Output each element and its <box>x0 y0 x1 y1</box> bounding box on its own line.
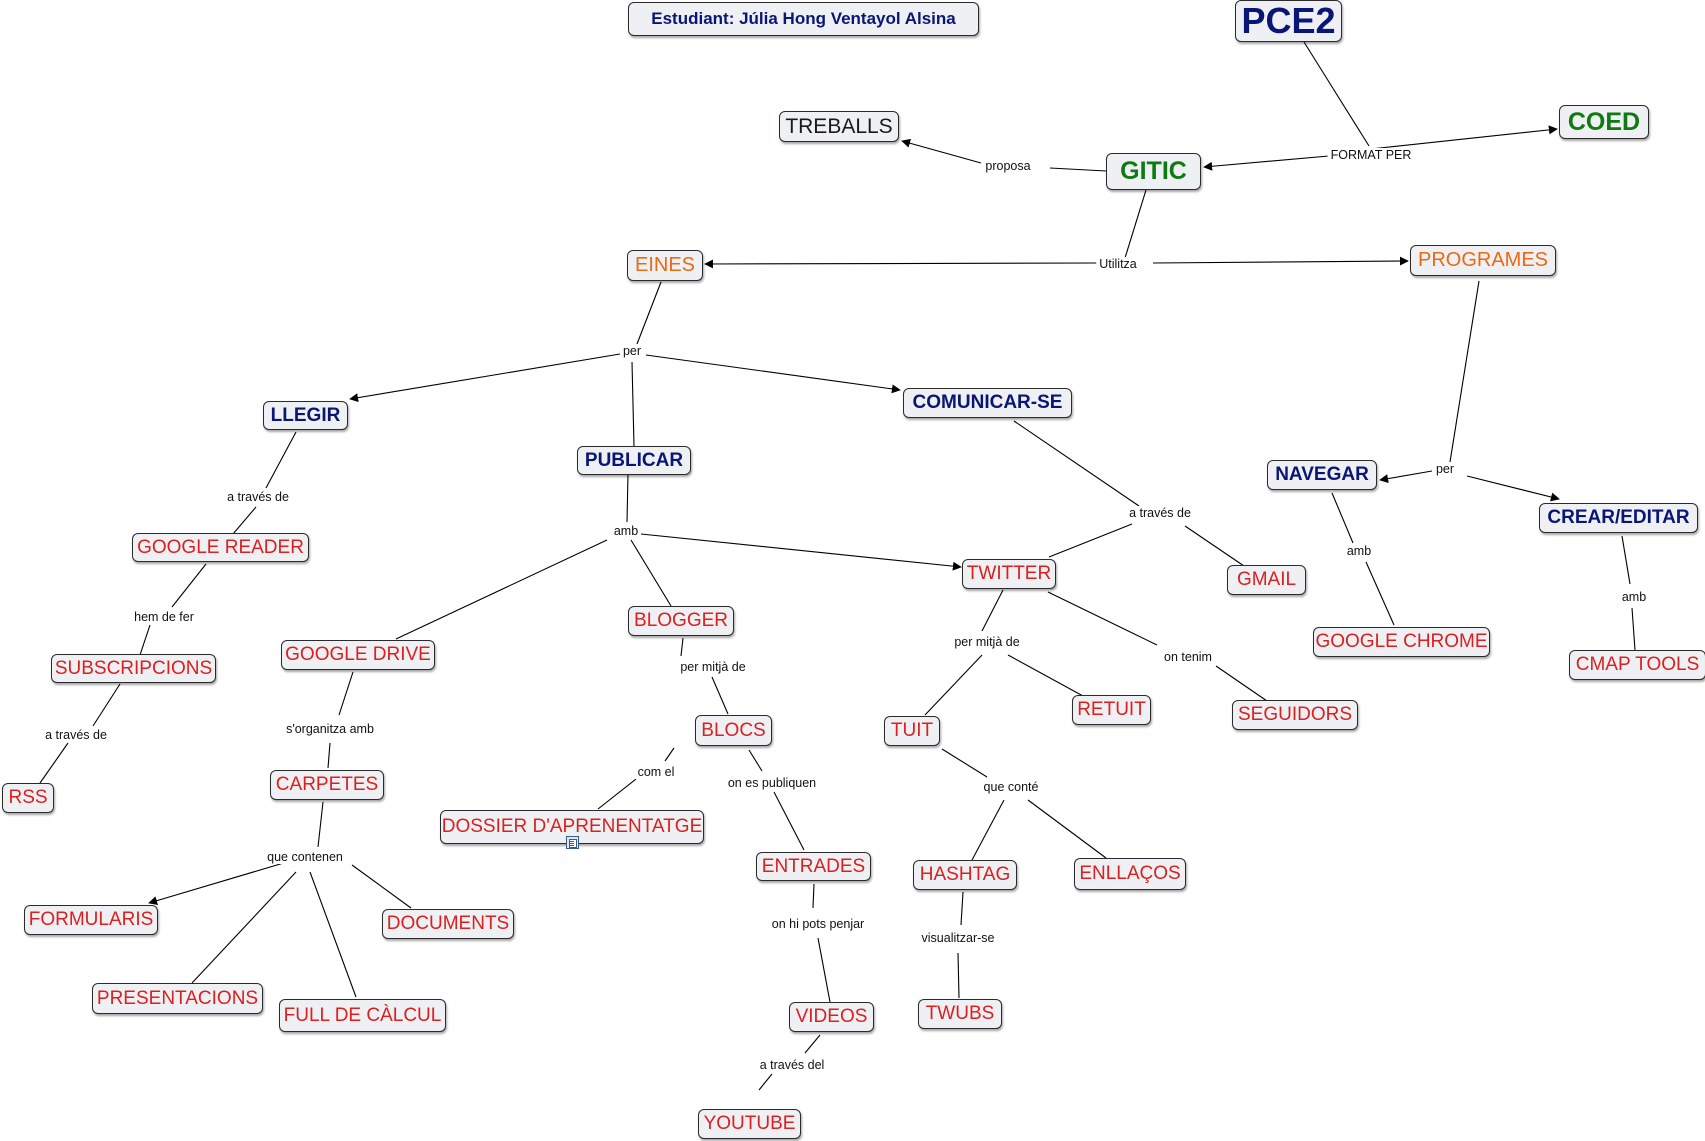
node-pce2[interactable]: PCE2 <box>1235 0 1342 42</box>
node-programes[interactable]: PROGRAMES <box>1410 245 1556 276</box>
link-on-es-publiquen: on es publiquen <box>724 776 820 790</box>
node-twitter[interactable]: TWITTER <box>962 559 1056 589</box>
link-amb-navegar: amb <box>1343 544 1375 558</box>
link-per-eines: per <box>619 344 645 358</box>
node-google-drive[interactable]: GOOGLE DRIVE <box>281 640 435 670</box>
link-amb-publicar: amb <box>610 524 642 538</box>
node-treballs[interactable]: TREBALLS <box>779 111 899 142</box>
node-navegar[interactable]: NAVEGAR <box>1267 460 1377 490</box>
link-a-traves-comunicar: a través de <box>1126 506 1194 520</box>
link-visualitzar-se: visualitzar-se <box>918 931 998 945</box>
node-gmail[interactable]: GMAIL <box>1227 565 1306 595</box>
node-gitic[interactable]: GITIC <box>1106 153 1201 190</box>
node-carpetes[interactable]: CARPETES <box>270 770 384 800</box>
node-enllacos[interactable]: ENLLAÇOS <box>1074 858 1186 890</box>
document-resource-icon[interactable] <box>566 836 579 849</box>
link-que-conte: que conté <box>980 780 1042 794</box>
node-twubs[interactable]: TWUBS <box>918 999 1002 1029</box>
node-full-de-calcul[interactable]: FULL DE CÀLCUL <box>279 999 446 1032</box>
node-eines[interactable]: EINES <box>627 250 703 281</box>
node-comunicar-se[interactable]: COMUNICAR-SE <box>903 388 1072 418</box>
link-a-traves-subscripcions: a través de <box>42 728 110 742</box>
link-hem-de-fer: hem de fer <box>131 610 197 624</box>
node-formularis[interactable]: FORMULARIS <box>24 905 158 935</box>
node-blogger[interactable]: BLOGGER <box>628 606 734 636</box>
node-retuit[interactable]: RETUIT <box>1072 695 1151 725</box>
node-coed[interactable]: COED <box>1559 105 1649 139</box>
link-proposa: proposa <box>982 159 1034 173</box>
link-a-traves-llegir: a través de <box>224 490 292 504</box>
link-on-hi-pots-penjar: on hi pots penjar <box>768 917 868 931</box>
node-documents[interactable]: DOCUMENTS <box>382 909 514 939</box>
link-que-contenen: que contenen <box>264 850 346 864</box>
node-subscripcions[interactable]: SUBSCRIPCIONS <box>51 654 216 683</box>
link-com-el: com el <box>634 765 678 779</box>
node-crear-editar[interactable]: CREAR/EDITAR <box>1539 503 1698 533</box>
node-dossier-aprenentatge[interactable]: DOSSIER D'APRENENTATGE <box>440 810 704 844</box>
link-on-tenim: on tenim <box>1161 650 1215 664</box>
node-hashtag[interactable]: HASHTAG <box>913 860 1017 890</box>
link-format-per: FORMAT PER <box>1327 148 1415 162</box>
link-per-mitja-twitter: per mitjà de <box>951 635 1023 649</box>
node-rss[interactable]: RSS <box>2 783 54 813</box>
link-per-mitja-blogger: per mitjà de <box>677 660 749 674</box>
node-cmap-tools[interactable]: CMAP TOOLS <box>1569 650 1705 680</box>
node-google-reader[interactable]: GOOGLE READER <box>132 533 309 562</box>
student-name-box: Estudiant: Júlia Hong Ventayol Alsina <box>628 2 979 36</box>
link-amb-crear: amb <box>1618 590 1650 604</box>
link-utilitza: Utilitza <box>1096 257 1140 271</box>
node-youtube[interactable]: YOUTUBE <box>698 1109 801 1139</box>
link-a-traves-del: a través del <box>756 1058 828 1072</box>
node-presentacions[interactable]: PRESENTACIONS <box>92 983 263 1014</box>
node-llegir[interactable]: LLEGIR <box>263 401 348 430</box>
link-sorganitza-amb: s'organitza amb <box>283 722 377 736</box>
node-entrades[interactable]: ENTRADES <box>756 852 871 881</box>
link-per-programes: per <box>1432 462 1458 476</box>
node-publicar[interactable]: PUBLICAR <box>577 446 691 475</box>
node-google-chrome[interactable]: GOOGLE CHROME <box>1313 627 1490 657</box>
node-videos[interactable]: VIDEOS <box>789 1002 874 1032</box>
node-tuit[interactable]: TUIT <box>884 716 940 746</box>
node-seguidors[interactable]: SEGUIDORS <box>1232 700 1358 730</box>
node-blocs[interactable]: BLOCS <box>695 715 772 746</box>
